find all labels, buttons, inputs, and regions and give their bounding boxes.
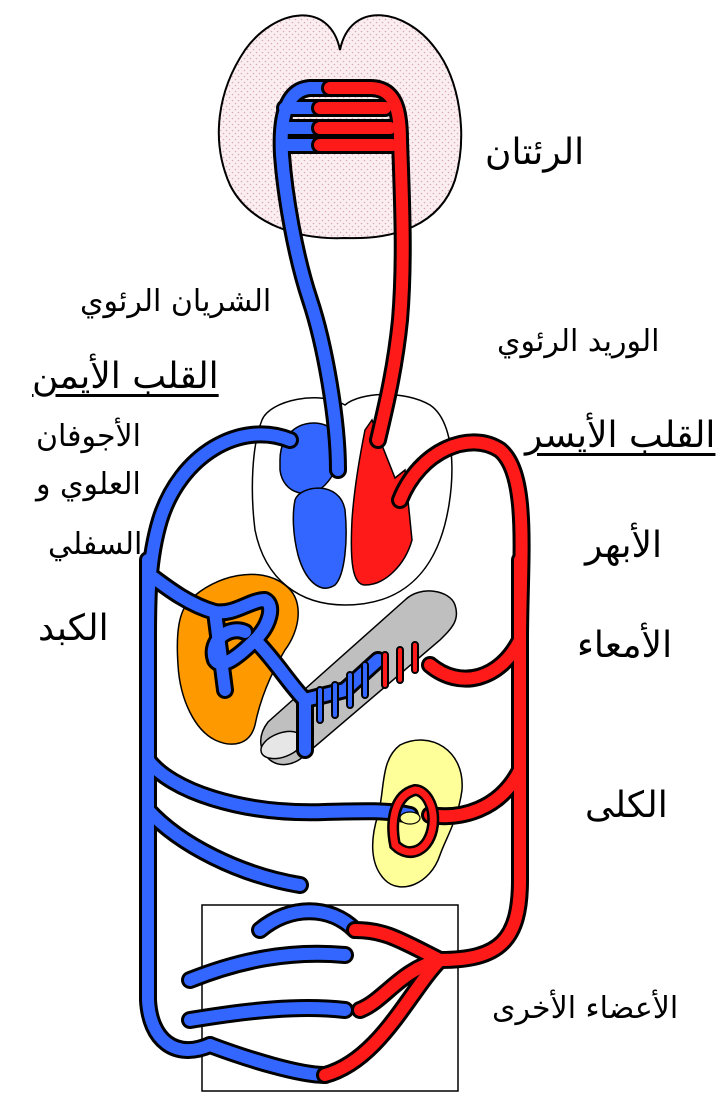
label-left-heart: القلب الأيسر bbox=[525, 413, 715, 458]
label-kidneys: الكلى bbox=[585, 783, 668, 828]
label-right-heart: القلب الأيمن bbox=[32, 354, 219, 399]
label-vena-cava-line2: العلوي و bbox=[36, 466, 141, 504]
label-pulmonary-vein: الوريد الرئوي bbox=[497, 323, 659, 361]
label-vena-cava-line1: الأجوفان bbox=[36, 418, 141, 456]
label-lungs: الرئتان bbox=[485, 130, 584, 175]
label-liver: الكبد bbox=[38, 606, 109, 651]
label-intestines: الأمعاء bbox=[577, 623, 672, 668]
label-aorta: الأبهر bbox=[585, 523, 662, 568]
label-pulmonary-artery: الشريان الرئوي bbox=[80, 283, 271, 321]
label-other-organs: الأعضاء الأخرى bbox=[492, 990, 678, 1028]
heart-outline bbox=[252, 394, 452, 605]
label-vena-cava-line3: السفلي bbox=[48, 526, 142, 564]
